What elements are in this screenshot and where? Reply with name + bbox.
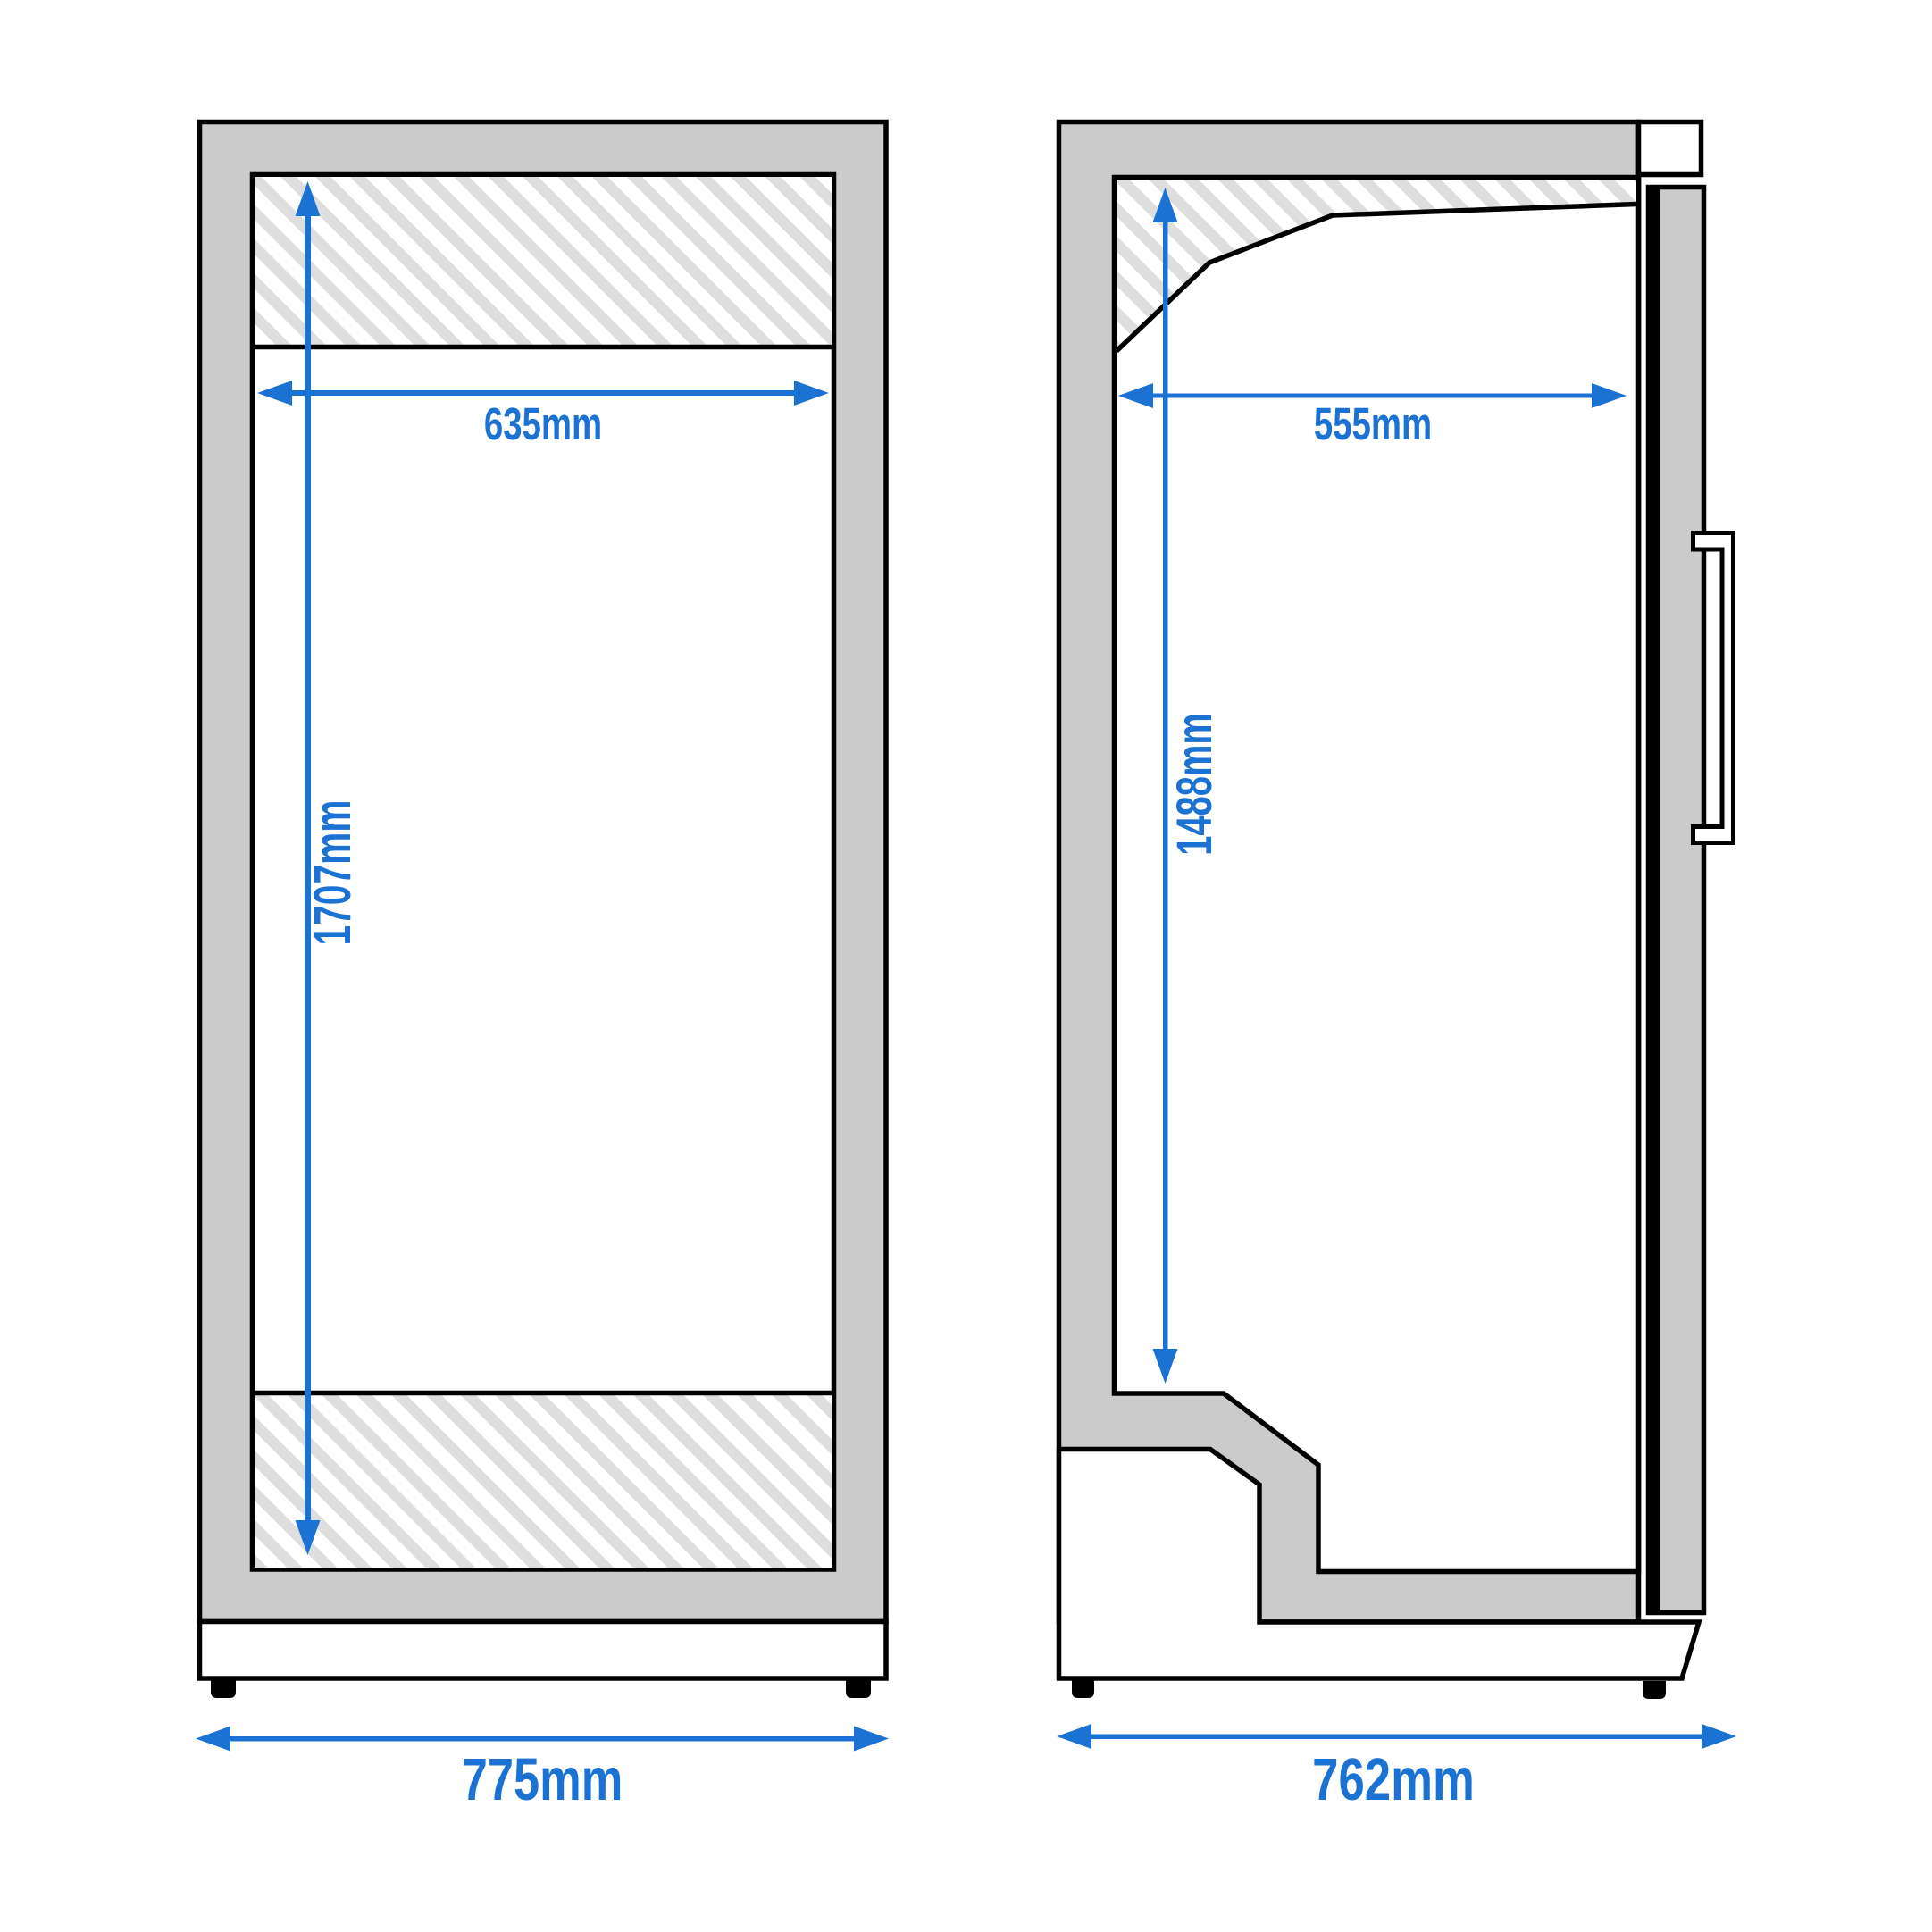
svg-text:555mm: 555mm xyxy=(1314,398,1432,450)
svg-text:1488mm: 1488mm xyxy=(1167,713,1222,856)
svg-text:635mm: 635mm xyxy=(484,398,602,450)
svg-text:1707mm: 1707mm xyxy=(304,800,362,946)
svg-text:762mm: 762mm xyxy=(1312,1745,1475,1813)
svg-text:775mm: 775mm xyxy=(462,1746,623,1813)
